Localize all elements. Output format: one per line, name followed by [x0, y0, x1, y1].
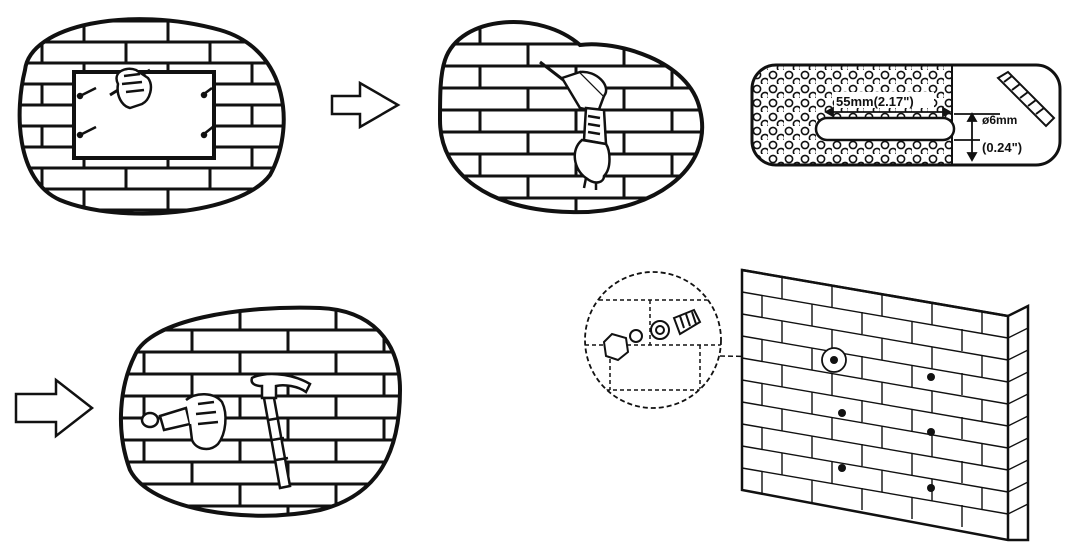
hole-marks: [76, 86, 215, 139]
hammer-icon: [250, 372, 312, 490]
drill-bit-icon: [996, 70, 1056, 128]
anchor-detail-magnifier: [584, 271, 831, 409]
anchor-icon: [140, 393, 227, 451]
diameter-label: ø6mm: [982, 113, 1017, 127]
drill-icon: [539, 60, 611, 190]
arrow-right-icon: [14, 377, 95, 439]
length-label: 55mm(2.17"): [836, 94, 914, 109]
drill-hole-slot: [814, 116, 956, 142]
drill-spec-panel: 55mm(2.17") ø6mm (0.24"): [750, 63, 1062, 167]
wall-anchor-holes: [830, 356, 935, 492]
step-result-panel: [584, 268, 1030, 542]
step-insert-panel: [118, 305, 403, 518]
step-mark-panel: [17, 17, 286, 216]
diameter-inch-label: (0.24"): [982, 140, 1022, 155]
arrow-right-icon: [330, 80, 401, 130]
brick-wall: [740, 268, 1030, 542]
pencil-icon: [109, 67, 153, 110]
step-drill-panel: [437, 20, 704, 215]
